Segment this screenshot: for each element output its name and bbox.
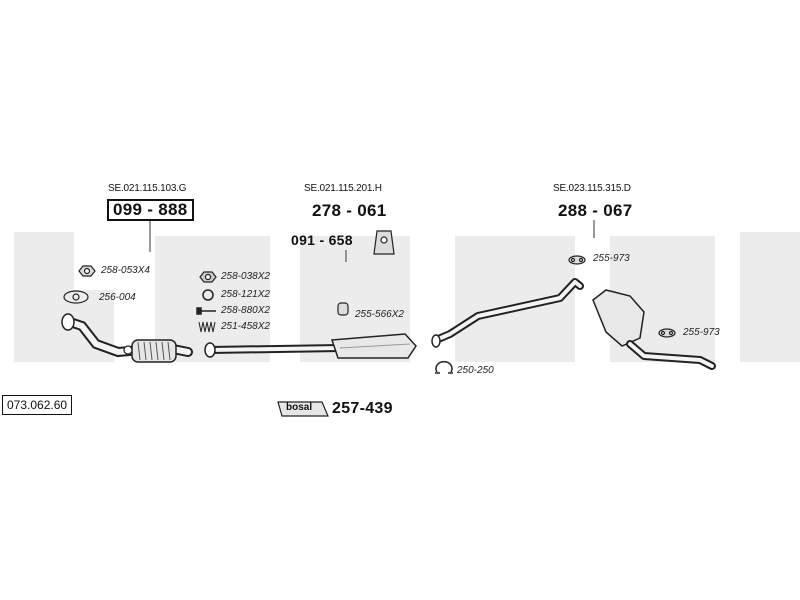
kit-logo-plate [277,401,329,417]
part-number[interactable]: 091 - 658 [291,232,353,248]
centre-pipe-middle-silencer [204,333,417,359]
fitting-code[interactable]: 255-973 [683,327,720,338]
ring-icon [202,289,214,301]
part-number[interactable]: 288 - 067 [558,201,633,220]
oe-reference: SE.021.115.103.G [108,183,187,194]
oe-reference: SE.023.115.315.D [553,183,631,194]
nut-icon [78,265,96,277]
fitting-code[interactable]: 258-038X2 [221,271,270,282]
bolt-icon [196,307,216,315]
kit-logo-text: bosal [286,402,313,413]
fitting-code[interactable]: 255-973 [593,253,630,264]
rear-pipe-silencer [431,278,716,370]
spring-icon [198,321,216,333]
fitting-code[interactable]: 258-880X2 [221,305,270,316]
front-pipe-catalytic-converter [61,313,193,363]
fitting-code[interactable]: 255-566X2 [355,309,404,320]
clamp-icon [435,360,453,374]
fitting-code[interactable]: 250-250 [457,365,494,376]
rubber-hanger-icon [568,255,586,265]
fitting-code[interactable]: 251-458X2 [221,321,270,332]
fitting-code[interactable]: 256-004 [99,292,136,303]
assembly-number: 073.062.60 [2,395,73,415]
kit-part-number[interactable]: 257-439 [332,400,393,417]
rubber-mount-icon [337,302,349,316]
oe-reference: SE.021.115.201.H [304,183,382,194]
fitting-code[interactable]: 258-121X2 [221,289,270,300]
hanger-bracket-icon [373,230,395,255]
part-number[interactable]: 278 - 061 [312,201,387,220]
fitting-code[interactable]: 258-053X4 [101,265,150,276]
part-number-box[interactable]: 099 - 888 [107,199,194,221]
rubber-hanger-icon [658,328,676,338]
nut-icon [199,271,217,283]
flange-gasket-icon [63,290,89,304]
